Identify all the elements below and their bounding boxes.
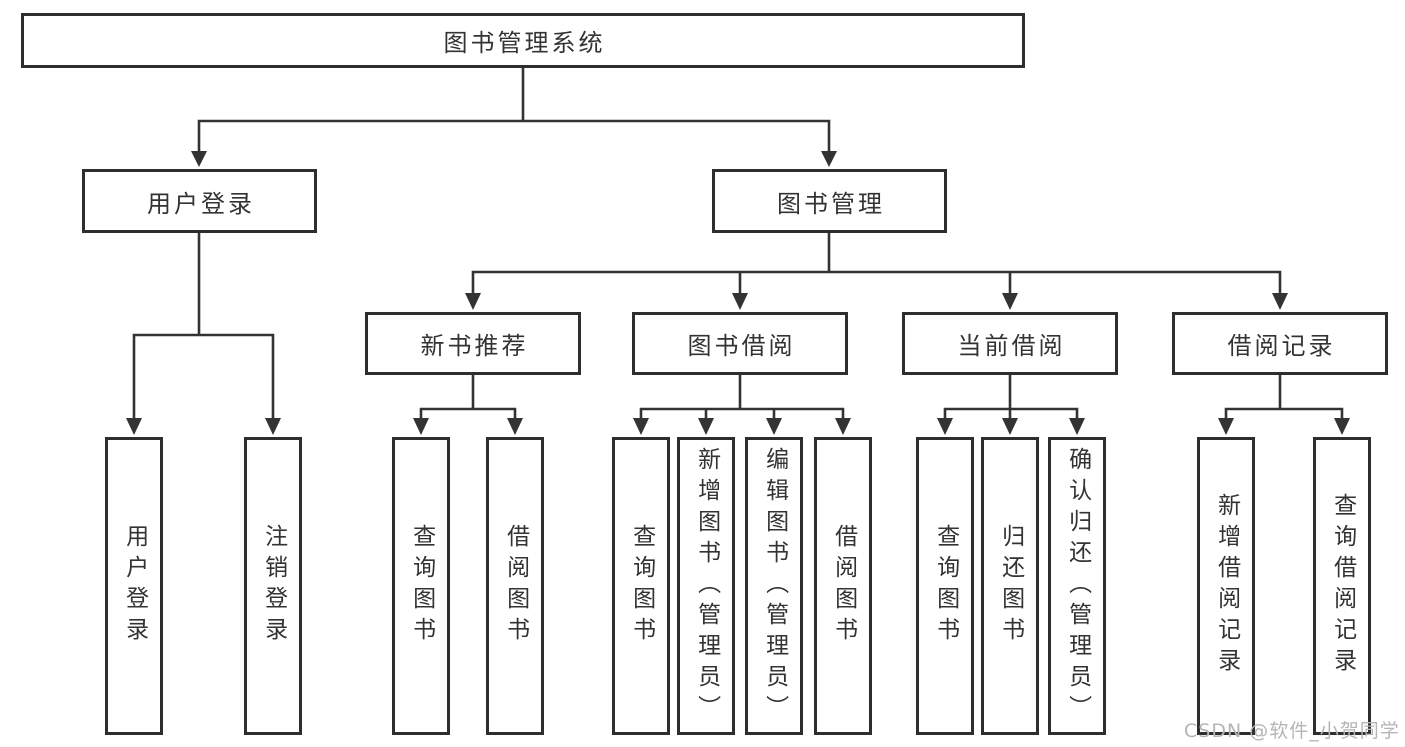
node-borrow-records: 借阅记录 — [1172, 312, 1388, 375]
leaf-query-books-1: 查询图书 — [392, 437, 450, 735]
leaf-user-login: 用户登录 — [105, 437, 163, 735]
leaf-return-book-label: 归还图书 — [997, 524, 1024, 648]
node-current-borrowing-label: 当前借阅 — [957, 332, 1066, 360]
node-library-system: 图书管理系统 — [21, 13, 1025, 68]
node-new-book-recommend: 新书推荐 — [365, 312, 581, 375]
leaf-query-borrow-record-label: 查询借阅记录 — [1329, 493, 1356, 679]
leaf-query-books-2: 查询图书 — [612, 437, 670, 735]
node-current-borrowing: 当前借阅 — [902, 312, 1118, 375]
leaf-logout: 注销登录 — [244, 437, 302, 735]
leaf-edit-book-admin: 编辑图书（管理员） — [745, 437, 803, 735]
node-library-system-label: 图书管理系统 — [443, 29, 606, 57]
leaf-confirm-return-admin: 确认归还（管理员） — [1048, 437, 1106, 735]
leaf-logout-label: 注销登录 — [260, 524, 287, 648]
leaf-borrow-books-1-label: 借阅图书 — [502, 524, 529, 648]
leaf-query-books-1-label: 查询图书 — [408, 524, 435, 648]
leaf-confirm-return-admin-label: 确认归还（管理员） — [1064, 446, 1091, 726]
leaf-borrow-books-1: 借阅图书 — [486, 437, 544, 735]
node-borrow-records-label: 借阅记录 — [1227, 332, 1336, 360]
leaf-user-login-label: 用户登录 — [121, 524, 148, 648]
node-book-borrowing: 图书借阅 — [632, 312, 848, 375]
leaf-edit-book-admin-label: 编辑图书（管理员） — [761, 446, 788, 726]
node-user-login-label: 用户登录 — [147, 189, 255, 218]
watermark-text: CSDN @软件_小贺同学 — [1184, 720, 1400, 742]
leaf-query-books-3-label: 查询图书 — [932, 524, 959, 648]
leaf-add-book-admin: 新增图书（管理员） — [677, 437, 735, 735]
leaf-query-books-3: 查询图书 — [916, 437, 974, 735]
node-new-book-recommend-label: 新书推荐 — [420, 332, 529, 360]
leaf-return-book: 归还图书 — [981, 437, 1039, 735]
leaf-query-borrow-record: 查询借阅记录 — [1313, 437, 1371, 735]
leaf-add-book-admin-label: 新增图书（管理员） — [693, 446, 720, 726]
node-user-login: 用户登录 — [82, 169, 317, 233]
node-book-management: 图书管理 — [712, 169, 947, 233]
leaf-borrow-books-2: 借阅图书 — [814, 437, 872, 735]
leaf-add-borrow-record: 新增借阅记录 — [1197, 437, 1255, 735]
leaf-add-borrow-record-label: 新增借阅记录 — [1213, 493, 1240, 679]
node-book-management-label: 图书管理 — [777, 189, 885, 218]
node-book-borrowing-label: 图书借阅 — [687, 332, 796, 360]
leaf-borrow-books-2-label: 借阅图书 — [830, 524, 857, 648]
leaf-query-books-2-label: 查询图书 — [628, 524, 655, 648]
